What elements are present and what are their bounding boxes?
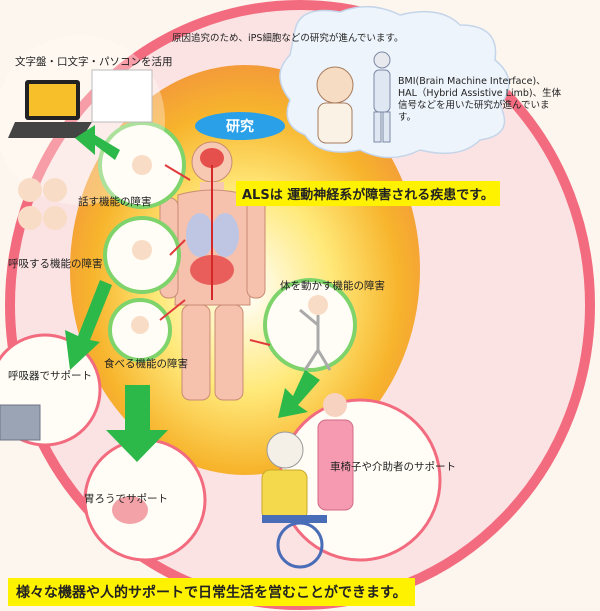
label-eating: 食べる機能の障害 [104, 358, 188, 370]
label-movement: 体を動かす機能の障害 [280, 280, 385, 292]
bottom-banner: 様々な機器や人的サポートで日常生活を営むことができます。 [8, 578, 415, 606]
laptop-icon [8, 80, 92, 138]
top-research-note: 原因追究のため、iPS細胞などの研究が進んでいます。 [172, 33, 404, 44]
support-arrows [65, 125, 320, 462]
label-speech: 話す機能の障害 [78, 196, 152, 208]
wheelchair-icon [261, 393, 354, 569]
letter-board [91, 69, 153, 123]
research-badge: 研究 [195, 112, 285, 140]
label-communication-support: 文字盤・口文字・パソコンを活用 [15, 56, 173, 68]
label-ventilator: 呼吸器でサポート [8, 370, 92, 382]
label-gastrostomy: 胃ろうでサポート [84, 493, 168, 505]
label-wheelchair: 車椅子や介助者のサポート [330, 461, 456, 473]
als-banner: ALSは 運動神経系が障害される疾患です。 [236, 181, 500, 206]
right-research-note: BMI(Brain Machine Interface)、HAL（Hybrid … [398, 76, 562, 123]
movement-circle [263, 278, 357, 372]
label-breathing: 呼吸する機能の障害 [8, 258, 103, 270]
